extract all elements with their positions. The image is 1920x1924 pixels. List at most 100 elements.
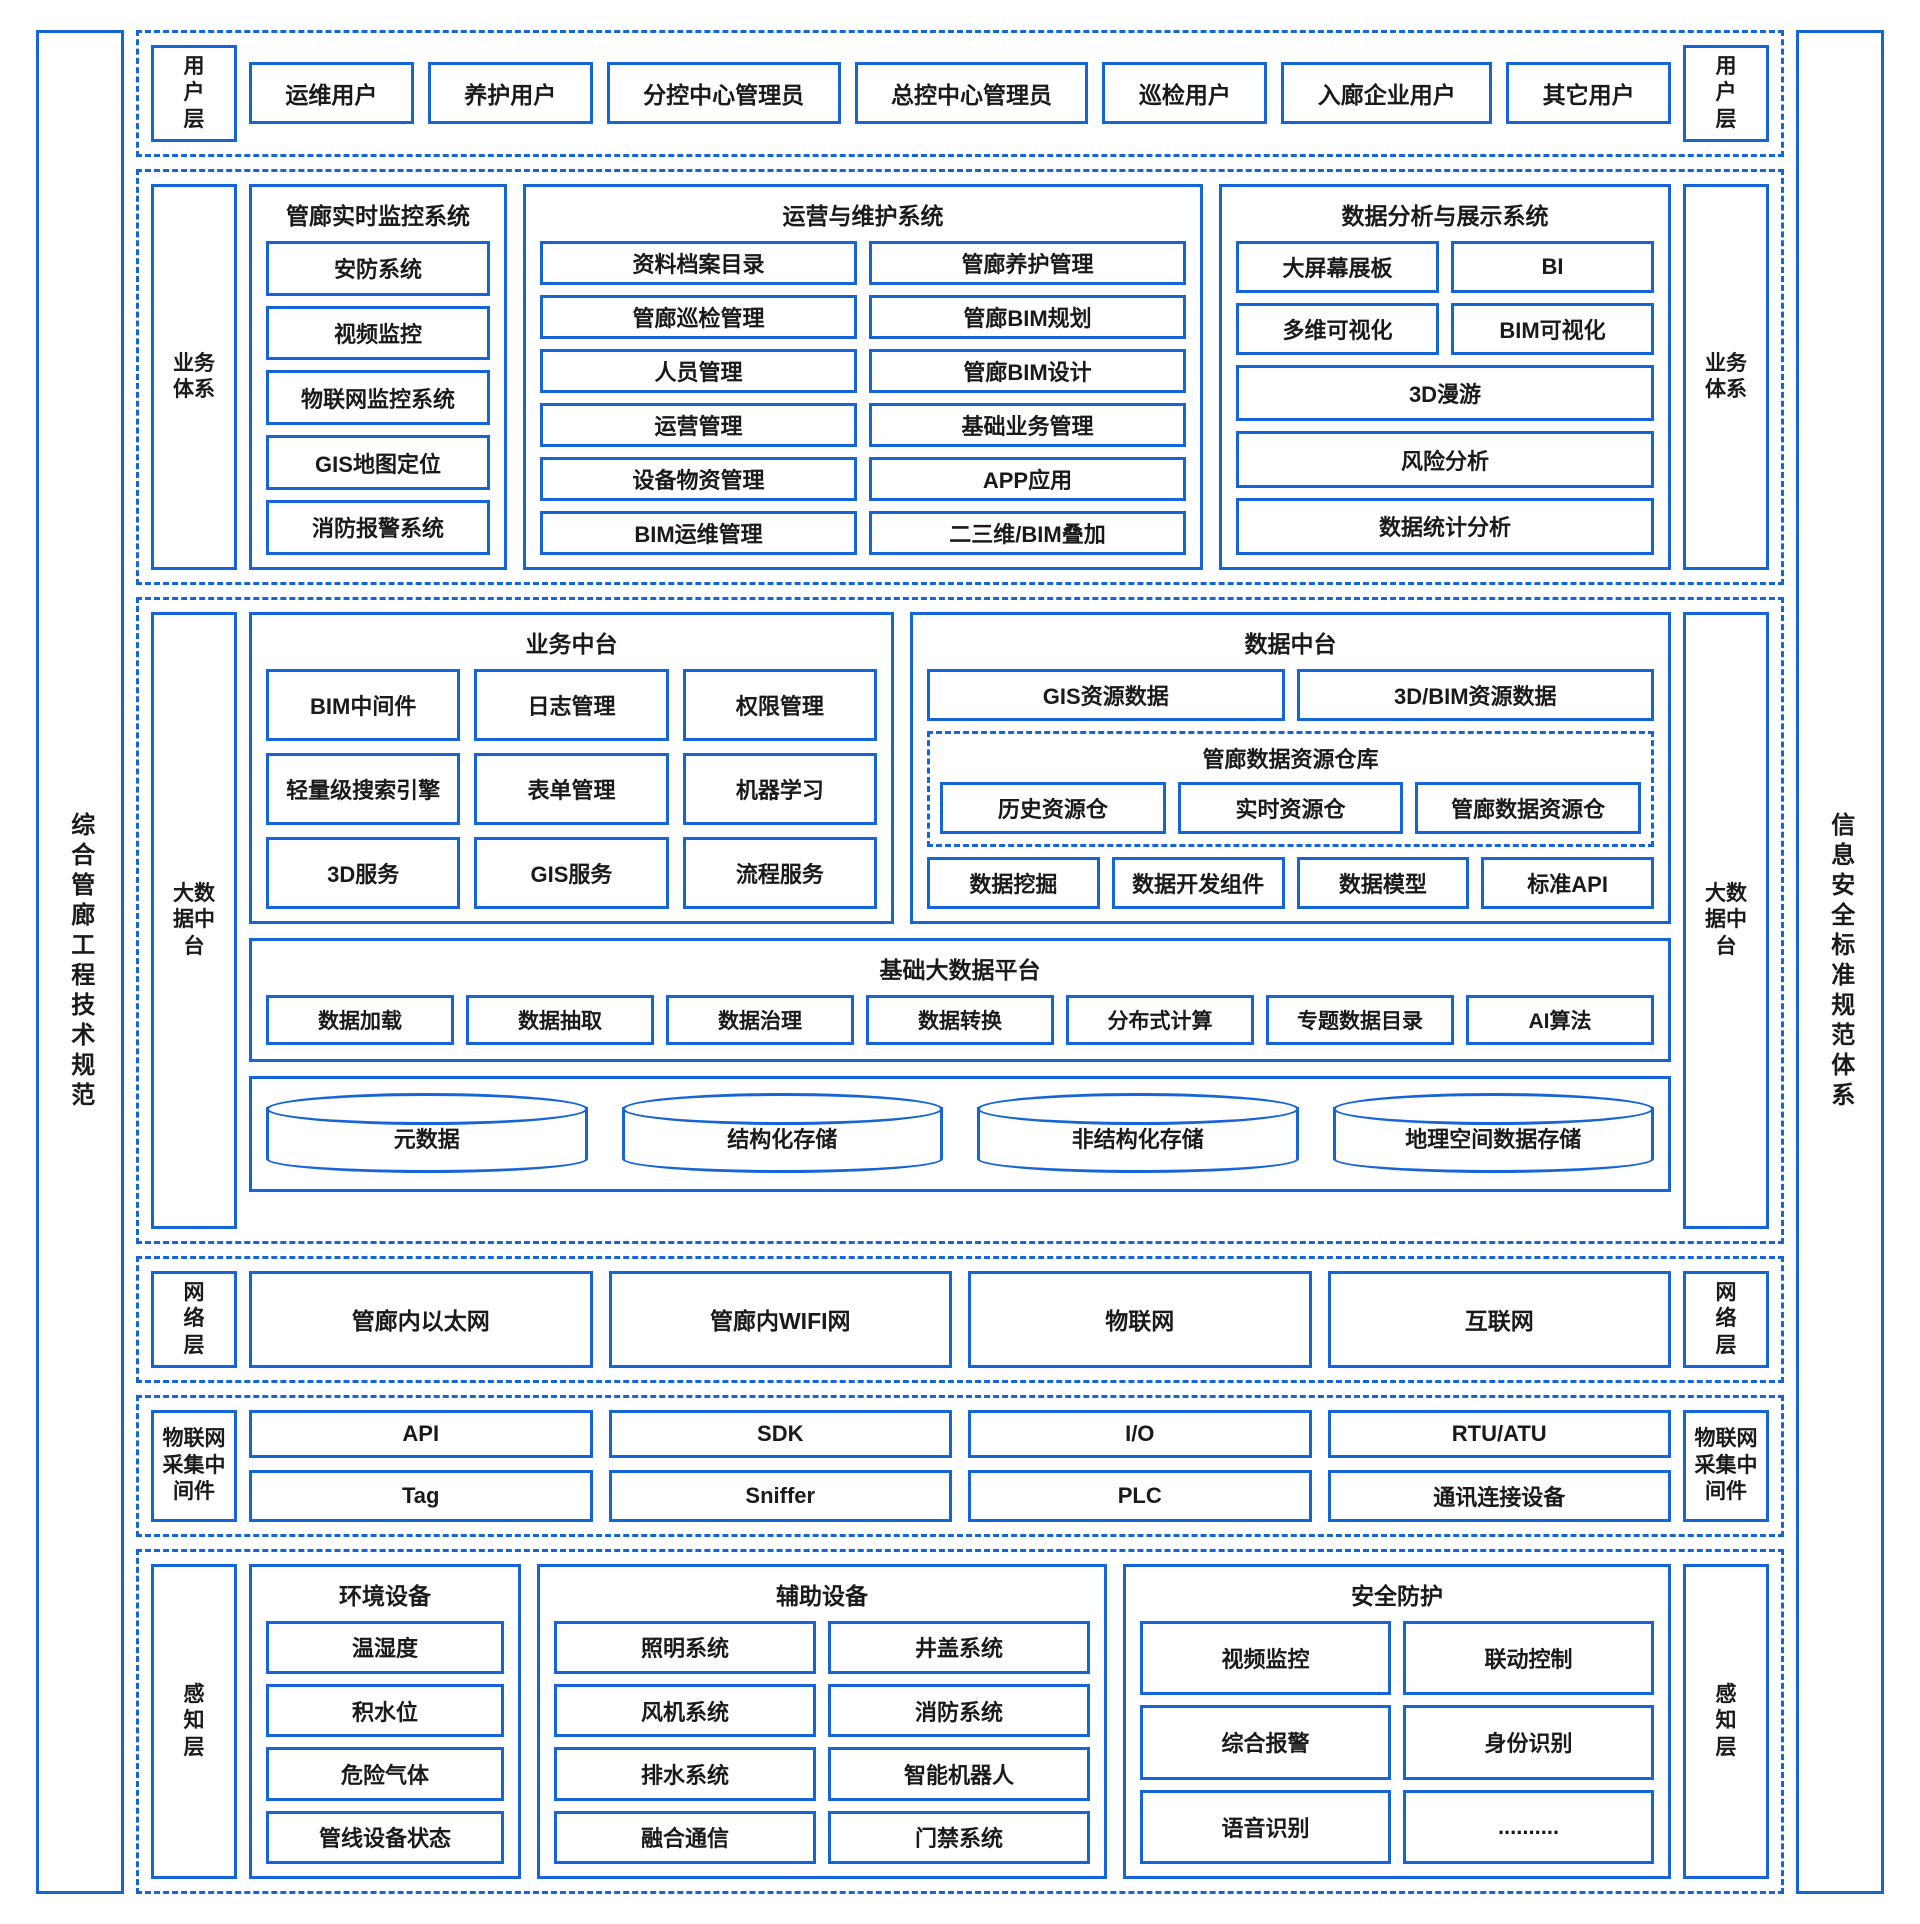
storage-cylinder[interactable]: 结构化存储: [621, 1092, 943, 1173]
device-item[interactable]: 风机系统: [554, 1684, 816, 1738]
device-item[interactable]: 智能机器人: [828, 1747, 1090, 1801]
module-item[interactable]: 数据统计分析: [1236, 498, 1654, 555]
iot-layer-label-left: 物联网采集中间件: [151, 1409, 237, 1522]
user-role-item[interactable]: 总控中心管理员: [854, 62, 1089, 125]
network-item[interactable]: 物联网: [968, 1271, 1312, 1368]
module-item[interactable]: 数据抽取: [466, 994, 654, 1045]
module-item[interactable]: 历史资源仓: [940, 781, 1166, 834]
iot-item[interactable]: PLC: [968, 1469, 1312, 1522]
module-item[interactable]: BIM可视化: [1451, 302, 1654, 355]
module-item[interactable]: 分布式计算: [1066, 994, 1254, 1045]
module-item[interactable]: 风险分析: [1236, 431, 1654, 489]
user-role-item[interactable]: 入廊企业用户: [1281, 62, 1493, 125]
module-item[interactable]: 专题数据目录: [1266, 994, 1454, 1045]
user-role-item[interactable]: 分控中心管理员: [606, 62, 841, 125]
module-item[interactable]: 管廊巡检管理: [540, 294, 857, 339]
panel-title: 基础大数据平台: [879, 956, 1041, 983]
network-item[interactable]: 管廊内以太网: [249, 1271, 593, 1368]
device-item[interactable]: 视频监控: [1140, 1620, 1391, 1696]
module-item[interactable]: 轻量级搜索引擎: [266, 752, 461, 825]
module-item[interactable]: 标准API: [1481, 856, 1654, 909]
module-item[interactable]: 管廊数据资源仓: [1415, 781, 1642, 834]
device-item[interactable]: 照明系统: [554, 1620, 816, 1675]
iot-item[interactable]: 通讯连接设备: [1327, 1469, 1671, 1522]
module-item[interactable]: 3D/BIM资源数据: [1296, 668, 1654, 721]
module-item[interactable]: 视频监控: [266, 305, 490, 361]
module-item[interactable]: 大屏幕展板: [1236, 240, 1439, 293]
module-item[interactable]: 表单管理: [474, 752, 669, 825]
module-item[interactable]: 数据开发组件: [1111, 856, 1285, 909]
perception-layer-label-left: 感知层: [151, 1563, 237, 1879]
module-item[interactable]: GIS地图定位: [266, 435, 490, 490]
module-item[interactable]: GIS资源数据: [927, 668, 1285, 721]
user-role-item[interactable]: 巡检用户: [1102, 62, 1268, 125]
module-item[interactable]: 基础业务管理: [869, 402, 1186, 447]
device-item[interactable]: 身份识别: [1403, 1705, 1654, 1780]
device-item[interactable]: 综合报警: [1140, 1705, 1391, 1780]
module-item[interactable]: 数据模型: [1296, 856, 1470, 909]
module-item[interactable]: BIM运维管理: [540, 510, 857, 555]
iot-item[interactable]: Sniffer: [608, 1469, 952, 1522]
storage-cylinder[interactable]: 非结构化存储: [977, 1092, 1299, 1173]
iot-item[interactable]: I/O: [968, 1409, 1312, 1458]
iot-item[interactable]: Tag: [249, 1469, 593, 1522]
network-item[interactable]: 管廊内WIFI网: [608, 1271, 952, 1368]
module-item[interactable]: 二三维/BIM叠加: [869, 510, 1186, 555]
module-item[interactable]: GIS服务: [474, 836, 669, 909]
module-item[interactable]: 数据挖掘: [927, 856, 1100, 909]
module-item[interactable]: 人员管理: [540, 348, 857, 393]
business-layer-label-right: 业务体系: [1683, 183, 1769, 570]
panel-title: 辅助设备: [776, 1582, 868, 1609]
user-role-item[interactable]: 运维用户: [249, 62, 414, 125]
module-item[interactable]: 日志管理: [474, 668, 669, 741]
device-item[interactable]: 消防系统: [828, 1684, 1090, 1738]
device-item[interactable]: 温湿度: [266, 1620, 504, 1675]
module-item[interactable]: 资料档案目录: [540, 240, 857, 285]
module-item[interactable]: 实时资源仓: [1177, 781, 1404, 834]
device-item[interactable]: 联动控制: [1403, 1620, 1654, 1696]
device-item[interactable]: 排水系统: [554, 1747, 816, 1801]
device-item[interactable]: 积水位: [266, 1684, 504, 1738]
module-item[interactable]: 管廊BIM规划: [869, 294, 1186, 339]
module-item[interactable]: 安防系统: [266, 240, 490, 296]
right-pillar-label: 信息安全标准规范体系: [1826, 812, 1854, 1112]
module-item[interactable]: 权限管理: [682, 668, 877, 741]
module-item[interactable]: BIM中间件: [266, 668, 461, 741]
user-role-item[interactable]: 其它用户: [1506, 62, 1672, 125]
panel-title: 管廊实时监控系统: [286, 202, 470, 229]
storage-cylinder[interactable]: 地理空间数据存储: [1332, 1092, 1654, 1173]
module-item[interactable]: 消防报警系统: [266, 499, 490, 555]
module-item[interactable]: 机器学习: [682, 752, 877, 825]
user-role-item[interactable]: 养护用户: [427, 62, 593, 125]
module-item[interactable]: 3D漫游: [1236, 364, 1654, 422]
iot-item[interactable]: RTU/ATU: [1327, 1409, 1671, 1458]
module-item[interactable]: BI: [1451, 240, 1654, 293]
module-item[interactable]: 数据治理: [666, 994, 854, 1045]
module-item[interactable]: 数据转换: [866, 994, 1054, 1045]
network-item[interactable]: 互联网: [1327, 1271, 1671, 1368]
module-item[interactable]: 数据加载: [266, 994, 454, 1045]
storage-cylinder[interactable]: 元数据: [266, 1092, 588, 1173]
module-item[interactable]: 3D服务: [266, 836, 461, 909]
module-item[interactable]: 物联网监控系统: [266, 370, 490, 426]
module-item[interactable]: AI算法: [1466, 994, 1654, 1045]
module-item[interactable]: 运营管理: [540, 402, 857, 447]
device-item[interactable]: 危险气体: [266, 1747, 504, 1801]
module-item[interactable]: 流程服务: [682, 836, 877, 909]
module-item[interactable]: APP应用: [869, 456, 1186, 501]
device-item[interactable]: 管线设备状态: [266, 1810, 504, 1864]
iot-item[interactable]: API: [249, 1409, 593, 1458]
device-item[interactable]: 融合通信: [554, 1810, 816, 1864]
network-layer-label-right: 网络层: [1683, 1271, 1769, 1368]
device-item[interactable]: 门禁系统: [828, 1810, 1090, 1864]
module-item[interactable]: 管廊BIM设计: [869, 348, 1186, 393]
device-item[interactable]: ..........: [1403, 1789, 1654, 1865]
storage-label: 地理空间数据存储: [1405, 1127, 1582, 1153]
module-item[interactable]: 管廊养护管理: [869, 240, 1186, 285]
iot-item[interactable]: SDK: [608, 1409, 952, 1458]
module-item[interactable]: 设备物资管理: [540, 456, 857, 501]
device-item[interactable]: 语音识别: [1140, 1789, 1391, 1865]
module-item[interactable]: 多维可视化: [1236, 302, 1439, 355]
device-item[interactable]: 井盖系统: [828, 1620, 1090, 1675]
